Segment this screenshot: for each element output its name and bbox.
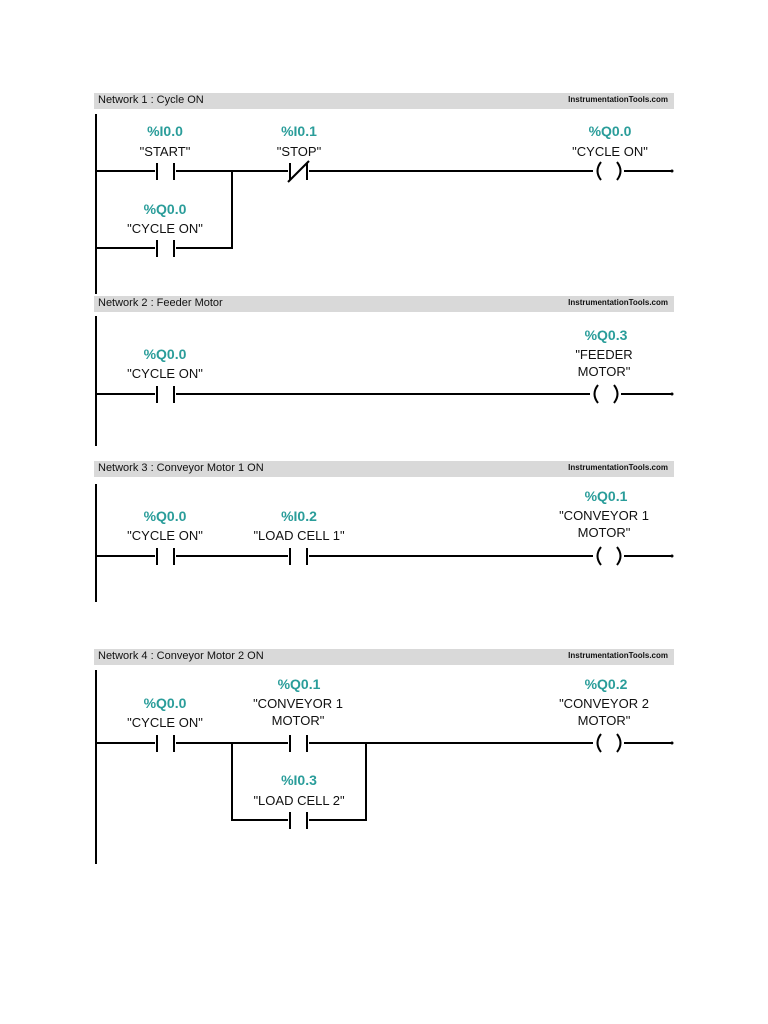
coil-symbol-label: MOTOR" (578, 525, 631, 540)
coil-symbol-label: "CYCLE ON" (572, 144, 648, 159)
contact-address: %I0.3 (281, 772, 317, 788)
coil-symbol-label: "CONVEYOR 1 (559, 508, 649, 523)
network-4-title: Network 4 : Conveyor Motor 2 ON (98, 650, 264, 662)
contact-no-symbol (156, 240, 175, 257)
rung-end-dot (670, 741, 674, 745)
contact-no-symbol (156, 548, 175, 565)
contact-nc-symbol (287, 160, 310, 183)
contact-no-symbol (289, 812, 308, 829)
network-1-header: Network 1 : Cycle ON InstrumentationTool… (94, 93, 674, 109)
brand-label: InstrumentationTools.com (568, 298, 668, 307)
branch-wire (309, 743, 367, 821)
contact-symbol: "LOAD CELL 1" (253, 528, 345, 543)
rung-end-dot (670, 392, 674, 396)
branch-wire (231, 743, 288, 821)
contact-no-symbol (156, 735, 175, 752)
contact-symbol: MOTOR" (272, 713, 325, 728)
coil-address: %Q0.2 (585, 676, 628, 692)
network-4-header: Network 4 : Conveyor Motor 2 ON Instrume… (94, 649, 674, 665)
contact-symbol: "STOP" (277, 144, 322, 159)
contact-symbol: "START" (140, 144, 191, 159)
network-2-header: Network 2 : Feeder Motor Instrumentation… (94, 296, 674, 312)
network-2-title: Network 2 : Feeder Motor (98, 297, 223, 309)
contact-no-symbol (289, 548, 308, 565)
contact-symbol: "CYCLE ON" (127, 366, 203, 381)
contact-symbol: "CYCLE ON" (127, 528, 203, 543)
contact-address: %I0.0 (147, 123, 183, 139)
rung-end-dot (670, 554, 674, 558)
contact-no-symbol (156, 163, 175, 180)
brand-label: InstrumentationTools.com (568, 651, 668, 660)
coil-symbol-label: MOTOR" (578, 364, 631, 379)
network-3: %Q0.0 "CYCLE ON" %I0.2 "LOAD CELL 1" %Q0… (95, 484, 674, 602)
coil-address: %Q0.0 (589, 123, 632, 139)
coil-symbol (596, 161, 622, 181)
contact-address: %Q0.0 (144, 346, 187, 362)
coil-symbol-label: MOTOR" (578, 713, 631, 728)
network-2: %Q0.0 "CYCLE ON" %Q0.3 "FEEDER MOTOR" (95, 316, 674, 446)
coil-symbol (596, 733, 622, 753)
rung-end-dot (670, 169, 674, 173)
contact-symbol: "LOAD CELL 2" (253, 793, 345, 808)
coil-symbol-label: "FEEDER (575, 347, 632, 362)
contact-address: %Q0.0 (144, 695, 187, 711)
brand-label: InstrumentationTools.com (568, 95, 668, 104)
network-4: %Q0.0 "CYCLE ON" %Q0.1 "CONVEYOR 1 MOTOR… (95, 670, 674, 864)
network-1: %I0.0 "START" %I0.1 "STOP" %Q0.0 "CYCLE … (95, 114, 674, 294)
contact-address: %I0.1 (281, 123, 317, 139)
network-1-title: Network 1 : Cycle ON (98, 94, 204, 106)
contact-symbol: "CONVEYOR 1 (253, 696, 343, 711)
brand-label: InstrumentationTools.com (568, 463, 668, 472)
contact-address: %Q0.1 (278, 676, 321, 692)
network-3-title: Network 3 : Conveyor Motor 1 ON (98, 462, 264, 474)
contact-symbol: "CYCLE ON" (127, 221, 203, 236)
contact-symbol: "CYCLE ON" (127, 715, 203, 730)
contact-address: %Q0.0 (144, 201, 187, 217)
coil-address: %Q0.3 (585, 327, 628, 343)
coil-address: %Q0.1 (585, 488, 628, 504)
network-3-header: Network 3 : Conveyor Motor 1 ON Instrume… (94, 461, 674, 477)
contact-no-symbol (289, 735, 308, 752)
contact-no-symbol (156, 386, 175, 403)
contact-address: %I0.2 (281, 508, 317, 524)
coil-symbol-label: "CONVEYOR 2 (559, 696, 649, 711)
coil-symbol (593, 384, 619, 404)
coil-symbol (596, 546, 622, 566)
branch-wire (176, 171, 233, 249)
contact-address: %Q0.0 (144, 508, 187, 524)
